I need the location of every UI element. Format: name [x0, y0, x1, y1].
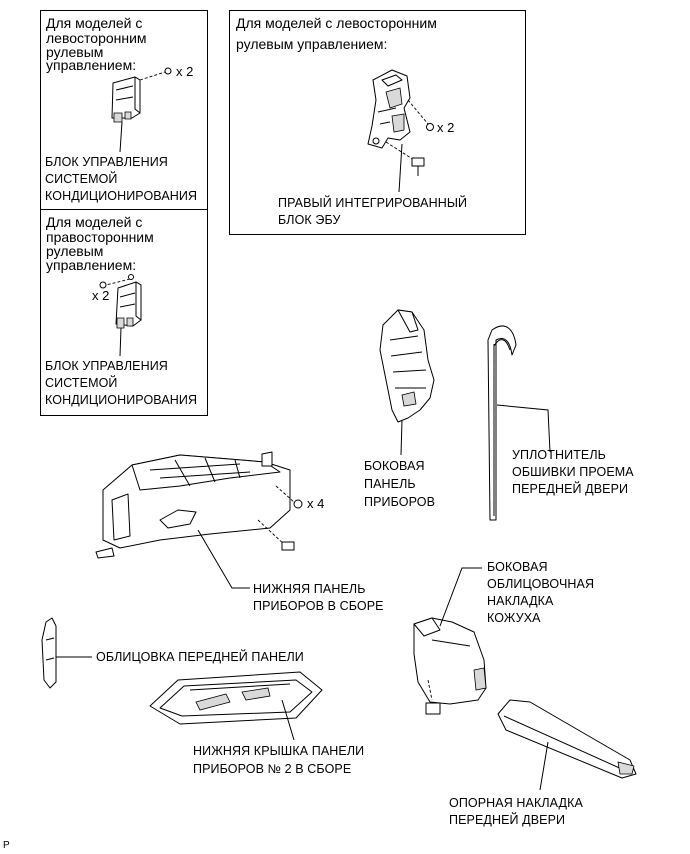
cowl-side-label-line-2: ОБЛИЦОВОЧНАЯ [487, 577, 595, 591]
ecu-bracket-drawing [367, 69, 434, 176]
side-panel-label-line-2: ПАНЕЛЬ [364, 477, 416, 491]
rhd-ac-label-line-2: СИСТЕМОЙ [45, 376, 118, 390]
scuff-plate-drawing [497, 699, 637, 779]
front-trim-label: ОБЛИЦОВКА ПЕРЕДНЕЙ ПАНЕЛИ [96, 650, 304, 664]
rhd-ac-header-line-3: рулевым [46, 243, 104, 259]
lhd-ac-header-line-4: управлением: [46, 57, 137, 73]
lower-panel-label-line-2: ПРИБОРОВ В СБОРЕ [253, 599, 384, 613]
lhd-ac-label-line-1: БЛОК УПРАВЛЕНИЯ [45, 155, 168, 169]
rhd-ac-header-line-2: правосторонним [46, 229, 154, 245]
weatherstrip-label-line-3: ПЕРЕДНЕЙ ДВЕРИ [512, 482, 629, 496]
ac-amplifier-lhd-leader [119, 121, 123, 153]
weatherstrip-label-line-1: УПЛОТНИТЕЛЬ [512, 448, 606, 462]
lower-cover-label-line-1: НИЖНЯЯ КРЫШКА ПАНЕЛИ [193, 744, 365, 758]
lower-cover-label-line-2: ПРИБОРОВ № 2 В СБОРЕ [193, 762, 352, 776]
lhd-ac-label-line-2: СИСТЕМОЙ [45, 172, 118, 186]
side-panel-label-line-3: ПРИБОРОВ [364, 495, 436, 509]
cowl-side-label-line-1: БОКОВАЯ [487, 560, 548, 574]
weatherstrip-leader [496, 404, 551, 453]
scuff-plate-label-line-2: ПЕРЕДНЕЙ ДВЕРИ [449, 813, 566, 827]
ac-amplifier-rhd-drawing [99, 274, 142, 329]
lhd-ecu-label-line-1: ПРАВЫЙ ИНТЕГРИРОВАННЫЙ [278, 196, 468, 210]
lhd-ac-qty: x 2 [176, 64, 194, 79]
lhd-ecu-header-line-1: Для моделей с левосторонним [236, 15, 437, 31]
ac-amplifier-lhd-drawing [111, 67, 172, 123]
ecu-leader [398, 143, 403, 193]
lhd-ac-header-line-1: Для моделей с [46, 15, 143, 31]
cowl-side-label-line-4: КОЖУХА [487, 611, 541, 625]
rhd-ac-header-line-1: Для моделей с [46, 214, 143, 230]
rhd-ac-header-line-4: управлением: [46, 257, 137, 273]
side-panel-label-line-1: БОКОВАЯ [364, 459, 425, 473]
rhd-ac-label-line-3: КОНДИЦИОНИРОВАНИЯ [45, 393, 198, 407]
footer-code: P [3, 840, 10, 851]
lhd-ecu-label-line-2: БЛОК ЭБУ [278, 213, 341, 227]
lower-panel-leader [197, 529, 250, 589]
lhd-ac-header-line-3: рулевым [46, 44, 104, 60]
lhd-ecu-header-line-2: рулевым управлением: [236, 36, 388, 52]
rhd-ac-label-line-1: БЛОК УПРАВЛЕНИЯ [45, 359, 168, 373]
lower-cover-drawing [149, 671, 323, 725]
instrument-side-panel-drawing [379, 309, 435, 423]
lhd-ac-label-line-3: КОНДИЦИОНИРОВАНИЯ [45, 189, 198, 203]
weatherstrip-label-line-2: ОБШИВКИ ПРОЕМА [512, 465, 634, 479]
cowl-side-trim-drawing [413, 617, 487, 715]
lower-cover-leader [281, 699, 295, 741]
rhd-ac-qty: x 2 [92, 288, 110, 303]
ac-amplifier-rhd-leader [119, 327, 122, 357]
lower-panel-label-line-1: НИЖНЯЯ ПАНЕЛЬ [253, 582, 366, 596]
lower-instrument-panel-drawing [95, 451, 303, 559]
side-panel-leader [400, 419, 403, 456]
cowl-side-label-line-3: НАКЛАДКА [487, 594, 554, 608]
scuff-plate-label-line-1: ОПОРНАЯ НАКЛАДКА [449, 796, 583, 810]
front-panel-trim-drawing [41, 617, 57, 689]
lower-panel-qty: x 4 [307, 496, 325, 511]
scuff-plate-leader [539, 741, 549, 791]
lhd-ecu-qty: x 2 [437, 120, 455, 135]
weatherstrip-drawing [487, 325, 517, 521]
cowl-side-leader [439, 567, 482, 627]
lhd-ac-header-line-2: левосторонним [46, 30, 147, 46]
